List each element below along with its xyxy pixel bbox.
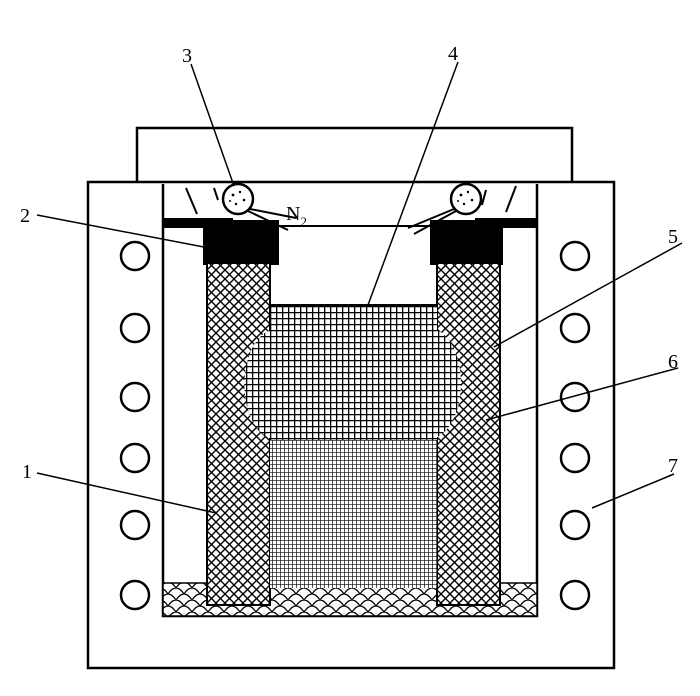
label-6: 6 <box>668 351 678 373</box>
coil-turn-left-3 <box>119 381 151 413</box>
label-1: 1 <box>22 461 32 483</box>
nozzle-right <box>449 182 483 216</box>
induction-coil-right <box>559 240 591 611</box>
coil-turn-left-1 <box>119 240 151 272</box>
crucible-ring-left <box>203 220 279 265</box>
furnace-lid <box>135 126 574 186</box>
crucible-wall-right <box>436 262 501 606</box>
label-7: 7 <box>668 455 678 477</box>
coil-turn-left-6 <box>119 579 151 611</box>
leader-lines <box>36 61 683 514</box>
label-3: 3 <box>182 45 192 67</box>
lid-marks <box>185 185 517 215</box>
gas-jets <box>247 208 457 235</box>
crucible-wall-left <box>206 262 271 606</box>
coil-turn-right-3 <box>559 381 591 413</box>
nozzle-left <box>221 182 255 216</box>
label-4: 4 <box>448 43 458 65</box>
coil-turn-left-2 <box>119 312 151 344</box>
coil-turn-left-4 <box>119 442 151 474</box>
coil-turn-right-5 <box>559 509 591 541</box>
coil-turn-right-1 <box>559 240 591 272</box>
crucible-ring-right <box>430 220 503 265</box>
induction-coil-left <box>119 240 151 611</box>
coil-turn-right-4 <box>559 442 591 474</box>
label-2: 2 <box>20 205 30 227</box>
coil-turn-right-6 <box>559 579 591 611</box>
nozzle-speckle <box>229 190 474 206</box>
coil-turn-right-2 <box>559 312 591 344</box>
coil-turn-left-5 <box>119 509 151 541</box>
melt-bulge <box>244 330 461 440</box>
top-plate-left <box>163 218 233 228</box>
top-plate-right <box>475 218 537 228</box>
gas-subscript: 2 <box>300 214 307 229</box>
label-5: 5 <box>668 226 678 248</box>
gas-label: N2 <box>286 203 307 229</box>
charge-lower <box>270 440 437 588</box>
